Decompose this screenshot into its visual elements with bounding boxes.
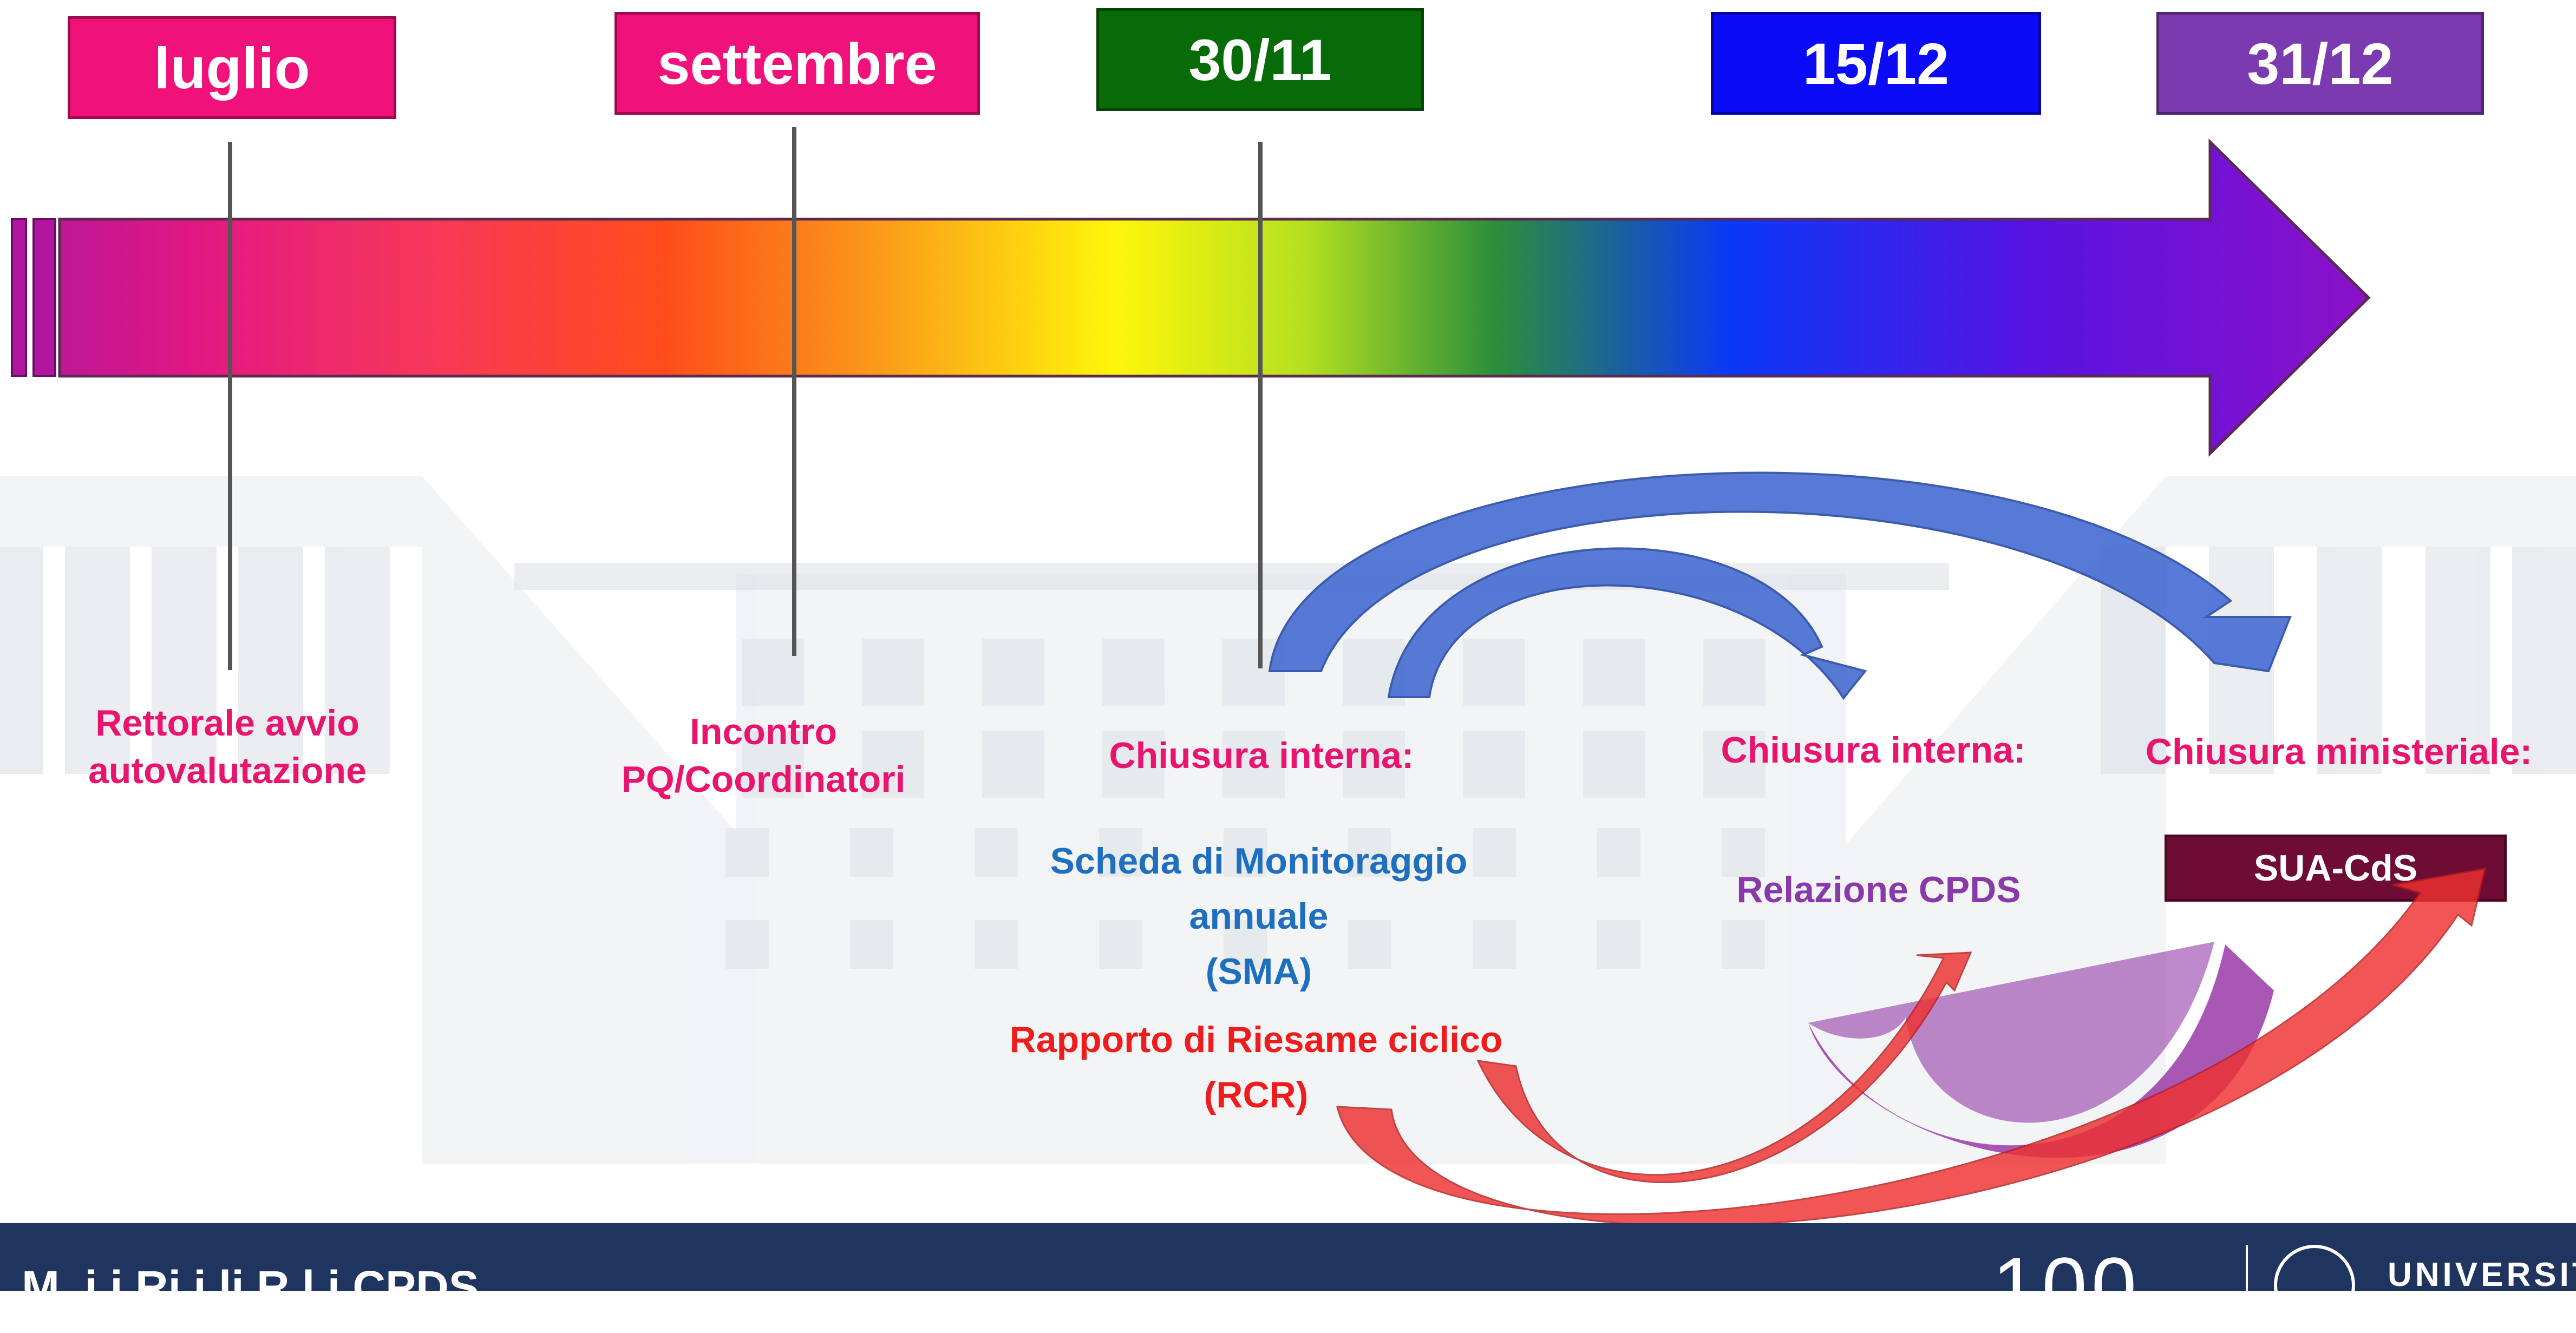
logo-divider	[2246, 1245, 2248, 1291]
milestone-chiusura-interna-2: Chiusura interna:	[1721, 730, 2026, 771]
timeline-arrow	[11, 139, 2371, 457]
document-cpds: Relazione CPDS	[1736, 869, 2021, 910]
milestone-chiusura-interna-1: Chiusura interna:	[1109, 735, 1414, 776]
date-30-11-label: 30/11	[1188, 27, 1332, 93]
milestone-incontro: Incontro PQ/Coordinatori	[621, 711, 906, 800]
university-name: UNIVERSIT	[2388, 1256, 2576, 1293]
date-settembre: settembre	[614, 12, 980, 115]
date-luglio-label: luglio	[154, 35, 310, 101]
university-seal-icon	[2274, 1245, 2355, 1326]
footer-bar	[0, 1223, 2576, 1291]
date-15-12: 15/12	[1711, 12, 2041, 115]
date-31-12: 31/12	[2156, 12, 2484, 115]
date-31-12-label: 31/12	[2247, 30, 2394, 96]
document-sma: Scheda di Monitoraggio annuale (SMA)	[1050, 840, 1468, 992]
flow-arrows	[1268, 471, 2486, 1227]
document-sua-label: SUA-CdS	[2253, 848, 2418, 889]
footer-title: M. i i Ri i li R l i CPDS	[22, 1262, 479, 1312]
date-luglio: luglio	[68, 16, 396, 119]
date-settembre-label: settembre	[657, 30, 937, 96]
date-30-11: 30/11	[1096, 8, 1424, 111]
milestone-chiusura-ministeriale: Chiusura ministeriale:	[2145, 731, 2533, 772]
milestone-rettorale: Rettorale avvio autovalutazione	[88, 702, 367, 792]
anniversary-logo: 100	[1992, 1240, 2141, 1331]
date-15-12-label: 15/12	[1802, 30, 1950, 96]
connector-lines	[228, 127, 1263, 670]
slide: luglio settembre 30/11 15/12 31/12 Retto…	[0, 8, 2576, 1326]
document-rcr: Rapporto di Riesame ciclico (RCR)	[1009, 1019, 1503, 1115]
